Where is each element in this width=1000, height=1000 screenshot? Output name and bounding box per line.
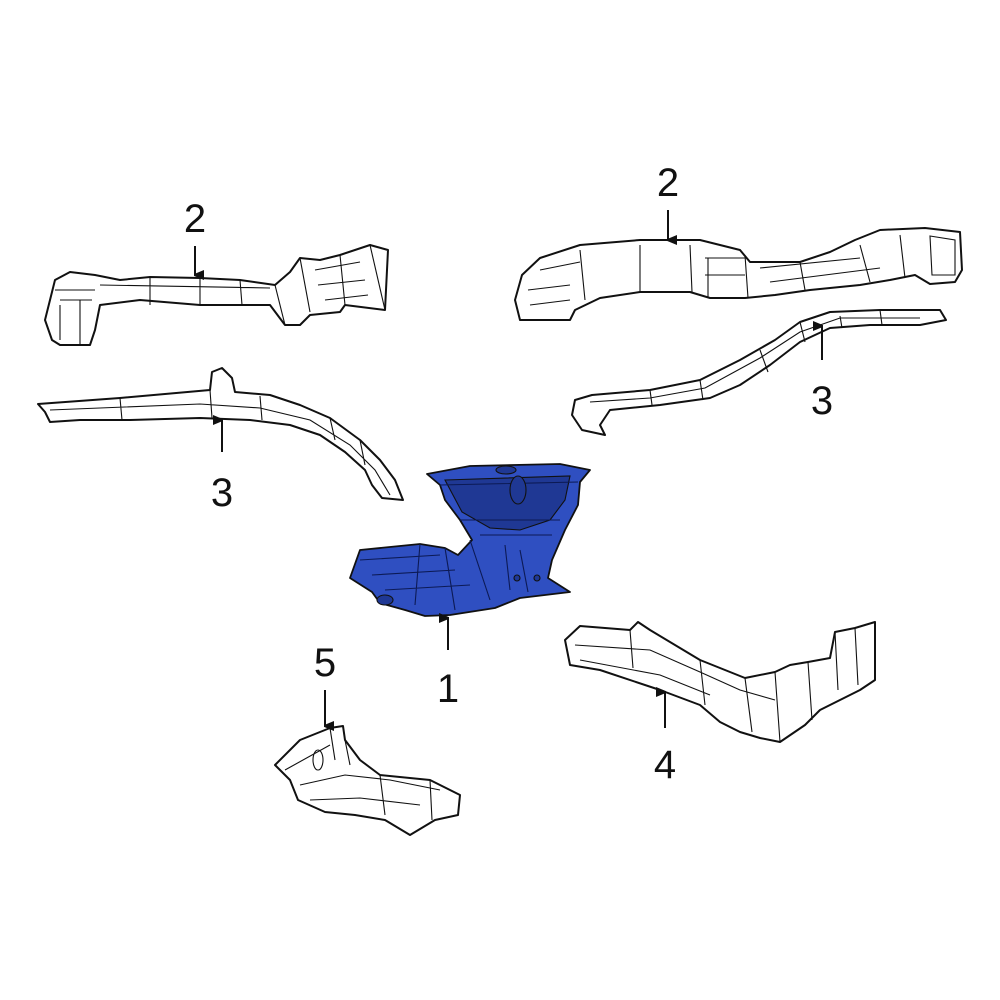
callout-part-1: 1 xyxy=(437,667,459,711)
duct-left-part-2 xyxy=(44,244,389,346)
callout-part-2-right: 2 xyxy=(657,161,679,205)
callout-part-3-left: 3 xyxy=(211,471,233,515)
duct-center-part-1-highlighted xyxy=(349,463,591,617)
duct-lower-right-part-4 xyxy=(564,621,876,743)
callout-part-4: 4 xyxy=(654,743,676,787)
duct-lower-left-part-5 xyxy=(274,725,461,836)
channel-right-part-3 xyxy=(571,309,947,436)
duct-right-part-2 xyxy=(514,227,963,321)
channel-left-part-3 xyxy=(37,367,404,501)
callout-part-3-right: 3 xyxy=(811,379,833,423)
callout-part-2-left: 2 xyxy=(184,197,206,241)
callout-part-5: 5 xyxy=(314,641,336,685)
